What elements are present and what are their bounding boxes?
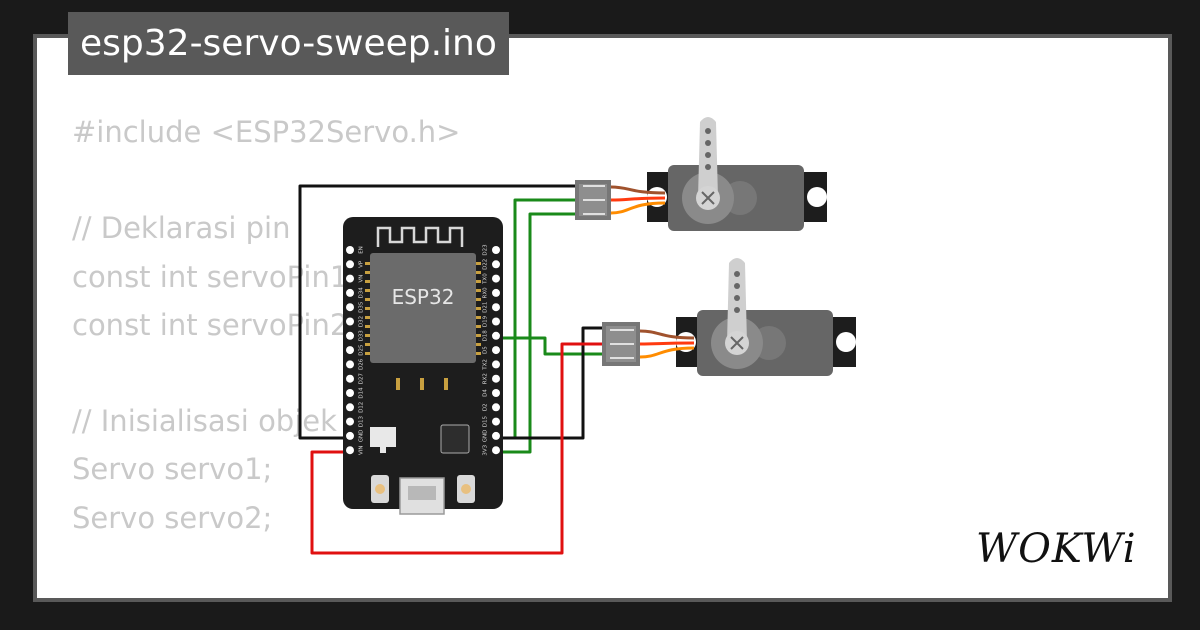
pin-label: D4 — [483, 389, 489, 397]
pin-label: D25 — [359, 344, 365, 356]
pin-hole[interactable] — [492, 360, 500, 369]
pin-hole[interactable] — [492, 403, 500, 412]
voltage-regulator — [370, 427, 396, 447]
chip-pins — [365, 262, 481, 355]
code-line: Servo servo1; — [72, 452, 273, 487]
code-line: const int servoPin2 — [72, 307, 349, 342]
pin-label: D18 — [483, 330, 489, 342]
code-line: // Deklarasi pin — [72, 211, 291, 246]
wire-vcc-servo1[interactable] — [496, 212, 583, 454]
code-line: // Inisialisasi objek — [72, 404, 337, 439]
pin-label: D35 — [359, 301, 365, 313]
chip-label: ESP32 — [392, 285, 455, 309]
pin-label: D15 — [483, 415, 489, 427]
pin-label: D34 — [359, 287, 365, 299]
pin-hole[interactable] — [492, 303, 500, 312]
pin-label: GND — [483, 430, 489, 443]
usb-uart-chip — [440, 424, 470, 454]
right-pin-header: D23D22TX0RX0D21D19D18D5TX2RX2D4D2D15GND3… — [483, 244, 500, 456]
servo-2[interactable] — [602, 258, 856, 376]
pin-label: D33 — [359, 330, 365, 342]
pin-hole[interactable] — [346, 417, 354, 426]
pin-label: D23 — [483, 244, 489, 256]
wire-signal-servo1[interactable] — [496, 198, 583, 440]
wire-gnd-servo2[interactable] — [496, 326, 610, 440]
pin-label: RX2 — [483, 373, 489, 384]
canvas-card: #include <ESP32Servo.h> // Deklarasi pin c… — [33, 34, 1172, 602]
pin-label: GND — [359, 430, 365, 443]
code-line: // Variabel global — [72, 590, 460, 598]
pin-label: D13 — [359, 415, 365, 427]
pin-label: EN — [359, 246, 365, 254]
pin-label: D32 — [359, 316, 365, 327]
pin-hole[interactable] — [346, 246, 354, 254]
pin-label: D14 — [359, 387, 365, 399]
pin-hole[interactable] — [492, 431, 500, 440]
code-line: const int servoPin1 — [72, 259, 349, 294]
pin-hole[interactable] — [346, 446, 354, 455]
pin-label: TX2 — [483, 359, 489, 371]
pin-hole[interactable] — [346, 303, 354, 312]
pin-hole[interactable] — [346, 389, 354, 397]
pin-hole[interactable] — [346, 360, 354, 369]
code-line: Servo servo2; — [72, 500, 273, 535]
button-right[interactable] — [457, 475, 475, 503]
pin-label: TX0 — [483, 273, 489, 285]
pin-hole[interactable] — [346, 274, 354, 283]
wire-signal-servo2[interactable] — [496, 336, 610, 356]
pin-label: D22 — [483, 259, 489, 270]
code-preview: #include <ESP32Servo.h> // Deklarasi pin c… — [72, 108, 461, 598]
pin-hole[interactable] — [346, 403, 354, 412]
antenna-icon — [376, 226, 464, 247]
pin-label: 3V3 — [483, 444, 489, 455]
code-line: #include <ESP32Servo.h> — [72, 115, 461, 149]
pin-hole[interactable] — [492, 374, 500, 383]
file-name-tab: esp32-servo-sweep.ino — [68, 12, 509, 75]
pin-hole[interactable] — [492, 417, 500, 426]
pin-hole[interactable] — [492, 317, 500, 326]
servo-1[interactable] — [575, 117, 827, 231]
pin-hole[interactable] — [346, 374, 354, 383]
pin-label: D21 — [483, 302, 489, 313]
button-left[interactable] — [371, 475, 389, 503]
pin-label: D2 — [483, 403, 489, 411]
pin-label: VP — [359, 260, 365, 268]
pin-hole[interactable] — [492, 288, 500, 297]
pin-hole[interactable] — [492, 274, 500, 283]
pin-label: VN — [359, 275, 365, 283]
esp32-board[interactable]: ESP32 ENVPVND34D35D32D33D25D26D27D14D12D… — [343, 217, 503, 515]
pin-hole[interactable] — [346, 260, 354, 269]
pin-hole[interactable] — [492, 246, 500, 254]
pin-hole[interactable] — [492, 346, 500, 355]
pin-hole[interactable] — [492, 331, 500, 340]
wires — [298, 184, 610, 555]
wire-gnd-servo1[interactable] — [298, 184, 583, 440]
pin-hole[interactable] — [492, 446, 500, 455]
esp32-module — [370, 253, 476, 363]
pin-label: VIN — [359, 445, 365, 455]
module-pads — [396, 378, 448, 390]
wokwi-logo: WOKWi — [976, 526, 1137, 572]
pin-hole[interactable] — [492, 389, 500, 397]
pin-label: D5 — [483, 346, 489, 354]
wire-vcc-servo2[interactable] — [310, 342, 610, 555]
pin-hole[interactable] — [346, 288, 354, 297]
pin-label: D19 — [483, 315, 489, 327]
pin-hole[interactable] — [346, 346, 354, 355]
pin-hole[interactable] — [492, 260, 500, 269]
pin-label: D12 — [359, 402, 365, 413]
pin-hole[interactable] — [346, 331, 354, 340]
pin-label: D27 — [359, 373, 365, 385]
pin-label: RX0 — [483, 287, 489, 299]
pin-hole[interactable] — [346, 317, 354, 326]
pin-label: D26 — [359, 358, 365, 370]
pin-hole[interactable] — [346, 431, 354, 440]
